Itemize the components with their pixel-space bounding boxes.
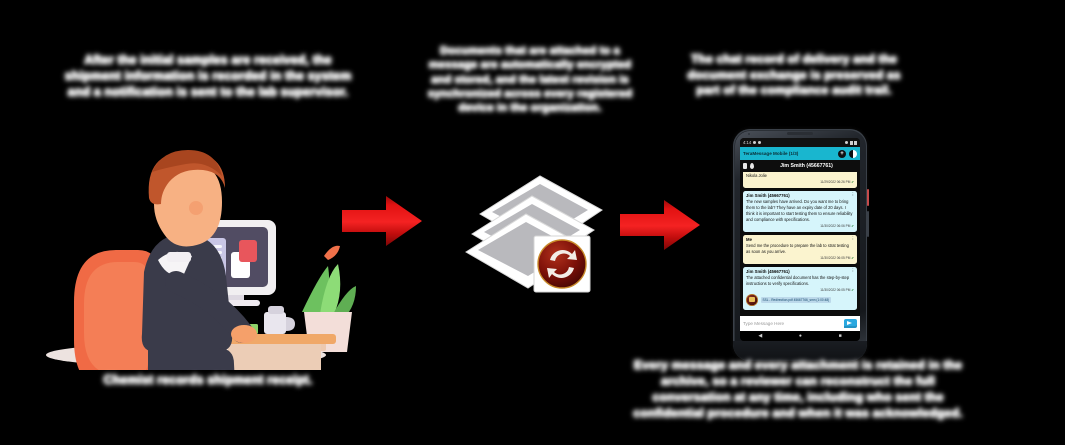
- location-pin-icon[interactable]: [749, 163, 754, 169]
- message-time-text: 11/29/2022 06:26 PM: [820, 179, 851, 184]
- nav-recents-icon[interactable]: ■: [838, 332, 842, 339]
- message-time-text: 11/30/2022 06:05 PM: [820, 255, 851, 260]
- status-time: 4:14: [743, 140, 752, 145]
- message-text: Nikola Jolie: [746, 173, 767, 178]
- android-nav-bar: ◀ ● ■: [740, 331, 860, 341]
- nav-back-icon[interactable]: ◀: [758, 332, 763, 339]
- caption-right-bottom: Every message and every attachment is re…: [633, 358, 963, 420]
- delivered-check-icon: ✔: [851, 223, 854, 228]
- pdf-document-icon: [746, 293, 758, 306]
- phone-mockup: 4:14 TeraMessage Mobile (1/3) +: [733, 129, 869, 361]
- document-stack-with-sync-badge: [462, 162, 610, 298]
- wifi-icon: [845, 141, 848, 144]
- message-sender: Jim Smith (45667761): [746, 193, 790, 199]
- phone-front-camera-icon: [748, 132, 751, 135]
- message-input[interactable]: Type Message Here: [743, 321, 785, 326]
- phone-screen: 4:14 TeraMessage Mobile (1/3) +: [740, 138, 860, 341]
- phone-power-button[interactable]: [866, 189, 869, 206]
- message-time-text: 11/30/2022 06:05 PM: [820, 287, 851, 292]
- bluetooth-icon: [758, 141, 762, 144]
- message-text: Send me the procedure to prepare the lab…: [746, 243, 849, 254]
- message-sender: Jim Smith (45667761): [746, 269, 790, 275]
- arrow-left-to-center: [340, 192, 424, 250]
- chat-thread[interactable]: Nikola Jolie 11/29/2022 06:26 PM ✔ ⋮ Jim…: [740, 172, 860, 316]
- app-title: TeraMessage Mobile (1/3): [743, 151, 799, 156]
- phone-icon[interactable]: [743, 163, 747, 169]
- app-bar: TeraMessage Mobile (1/3) +: [740, 147, 860, 160]
- delivered-check-icon: ✔: [851, 179, 854, 184]
- alarm-icon: [753, 141, 757, 144]
- caption-left-top: After the initial samples are received, …: [64, 53, 352, 99]
- message-timestamp: 11/29/2022 06:26 PM ✔: [746, 180, 854, 184]
- message-bubble[interactable]: ⋮ Me Send me the procedure to prepare th…: [743, 235, 857, 265]
- status-bar-left: 4:14: [743, 140, 762, 145]
- sync-refresh-icon: [547, 250, 577, 278]
- add-contact-glyph: +: [840, 150, 844, 157]
- caption-left-bottom: Chemist records shipment receipt.: [103, 373, 313, 387]
- delivered-check-icon: ✔: [851, 255, 854, 260]
- message-timestamp: 11/30/2022 06:05 PM ✔: [746, 288, 854, 292]
- message-timestamp: 11/30/2022 06:05 PM ✔: [746, 256, 854, 260]
- signal-icon: [849, 140, 853, 145]
- status-bar-right: [845, 140, 857, 145]
- send-button[interactable]: [844, 319, 857, 328]
- message-time-text: 11/30/2022 06:06 PM: [820, 223, 851, 228]
- contact-bar: Jim Smith (45667761): [740, 160, 860, 172]
- message-sender: Me: [746, 237, 752, 243]
- message-attachment[interactable]: SSL - Redirection.pdf 45667766_smn (1:00…: [746, 293, 854, 306]
- nav-home-icon[interactable]: ●: [798, 332, 802, 339]
- message-overflow-icon[interactable]: ⋮: [850, 236, 855, 242]
- delivered-check-icon: ✔: [851, 287, 854, 292]
- message-overflow-icon[interactable]: ⋮: [850, 192, 855, 198]
- phone-earpiece: [787, 132, 813, 135]
- phone-volume-button[interactable]: [866, 211, 869, 237]
- message-text: The new samples have arrived. Do you wan…: [746, 199, 853, 222]
- contact-name[interactable]: Jim Smith (45667761): [780, 163, 833, 169]
- status-bar: 4:14: [740, 138, 860, 147]
- add-contact-icon[interactable]: +: [838, 149, 846, 158]
- arrow-center-to-right: [618, 196, 702, 254]
- message-composer: Type Message Here: [740, 316, 860, 331]
- message-text: The attached confidential document has t…: [746, 275, 850, 286]
- battery-icon: [854, 140, 857, 145]
- caption-mid-top: Documents that are attached to a message…: [427, 45, 633, 115]
- phone-chin: [733, 341, 867, 361]
- message-bubble[interactable]: ⋮ Jim Smith (45667761) The new samples h…: [743, 191, 857, 233]
- contrast-toggle-icon[interactable]: [849, 149, 857, 158]
- message-bubble[interactable]: Nikola Jolie 11/29/2022 06:26 PM ✔: [743, 172, 857, 189]
- message-bubble[interactable]: ⋮ Jim Smith (45667761) The attached conf…: [743, 267, 857, 311]
- chemist-at-desk-illustration: [36, 112, 366, 445]
- caption-right-top: The chat record of delivery and the docu…: [687, 52, 901, 98]
- attachment-label: SSL - Redirection.pdf 45667766_smn (1:00…: [760, 296, 832, 303]
- message-overflow-icon[interactable]: ⋮: [850, 268, 855, 274]
- message-timestamp: 11/30/2022 06:06 PM ✔: [746, 224, 854, 228]
